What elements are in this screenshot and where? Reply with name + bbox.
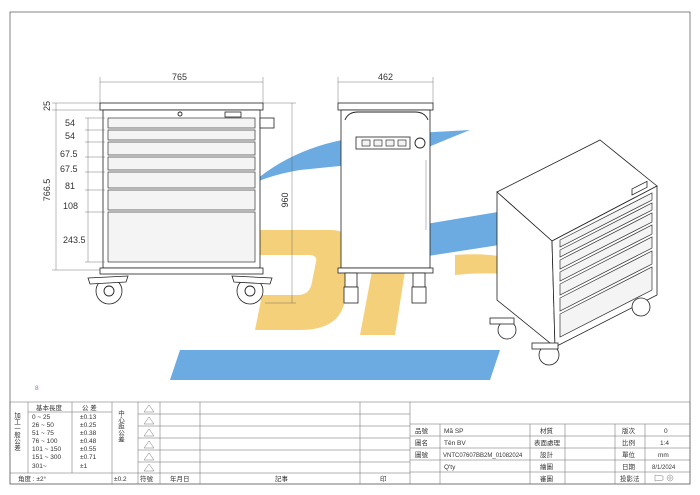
- svg-text:54: 54: [65, 131, 75, 141]
- svg-text:Tên BV: Tên BV: [444, 440, 466, 447]
- svg-text:表面處理: 表面處理: [534, 438, 561, 447]
- info-rows: 品號 Mã SP 材質 版次 0 圖名 Tên BV 表面處理 比例 1:4 圖…: [415, 426, 676, 483]
- front-view: 765 25 766.5 54: [42, 72, 296, 305]
- general-tolerance-label: 加工一般公差: [13, 411, 21, 452]
- projection-symbol: [654, 474, 674, 482]
- svg-text:繪圖: 繪圖: [540, 462, 553, 471]
- svg-text:0: 0: [664, 428, 668, 435]
- svg-text:243.5: 243.5: [63, 235, 86, 245]
- center-tolerance: ±0.2: [114, 476, 127, 483]
- svg-text:±0.25: ±0.25: [80, 422, 97, 429]
- svg-text:版次: 版次: [622, 426, 636, 435]
- svg-text:圖號: 圖號: [415, 450, 429, 459]
- svg-text:±0.48: ±0.48: [80, 438, 97, 445]
- svg-text:印: 印: [380, 475, 387, 483]
- title-block: 基本長度 公 差 0 ~ 25 ±0.13 26 ~ 50 ±0.25 51 ~…: [9, 401, 691, 485]
- svg-text:審圖: 審圖: [540, 474, 553, 483]
- svg-text:年月日: 年月日: [170, 474, 190, 483]
- revision-triangles: [143, 404, 155, 472]
- svg-text:日期: 日期: [622, 463, 636, 471]
- center-distance-label: 中心距公差: [117, 409, 125, 443]
- svg-text:101 ~ 150: 101 ~ 150: [32, 446, 61, 453]
- svg-text:公 差: 公 差: [82, 403, 97, 412]
- svg-text:單位: 單位: [622, 450, 636, 459]
- svg-text:54: 54: [65, 118, 75, 128]
- svg-text:mm: mm: [658, 452, 669, 459]
- svg-text:±1: ±1: [80, 463, 88, 470]
- svg-text:±0.71: ±0.71: [80, 454, 97, 461]
- svg-text:1:4: 1:4: [660, 440, 669, 447]
- svg-text:26 ~ 50: 26 ~ 50: [32, 422, 54, 429]
- svg-text:材質: 材質: [540, 426, 554, 435]
- svg-text:301~: 301~: [32, 463, 47, 470]
- svg-text:VNTC07607BB2M_01082024: VNTC07607BB2M_01082024: [443, 453, 523, 459]
- svg-text:67.5: 67.5: [60, 149, 78, 159]
- isometric-view: [489, 139, 658, 366]
- front-height-dim: 766.5: [42, 179, 52, 202]
- side-width-dim: 462: [378, 72, 393, 82]
- svg-text:76 ~ 100: 76 ~ 100: [32, 438, 58, 445]
- tolerance-rows: 0 ~ 25 ±0.13 26 ~ 50 ±0.25 51 ~ 75 ±0.38…: [32, 414, 97, 470]
- side-view: 462: [337, 72, 434, 304]
- svg-text:品號: 品號: [415, 426, 429, 435]
- front-width-dim: 765: [172, 72, 187, 82]
- angle-tolerance: 角度 : ±2°: [18, 474, 47, 483]
- svg-text:67.5: 67.5: [60, 164, 78, 174]
- svg-text:0 ~ 25: 0 ~ 25: [32, 414, 51, 421]
- total-height-dim: 960: [280, 192, 290, 207]
- revision-mark: 8: [35, 385, 39, 392]
- front-top-offset-dim: 25: [42, 101, 52, 111]
- svg-text:±0.38: ±0.38: [80, 430, 97, 437]
- svg-text:108: 108: [63, 201, 78, 211]
- svg-text:圖名: 圖名: [415, 438, 428, 447]
- svg-text:51 ~ 75: 51 ~ 75: [32, 430, 54, 437]
- svg-text:設計: 設計: [540, 450, 554, 459]
- svg-text:記事: 記事: [275, 474, 289, 483]
- svg-text:Q'ty: Q'ty: [444, 464, 456, 471]
- svg-text:8/1/2024: 8/1/2024: [652, 465, 676, 471]
- svg-text:符號: 符號: [140, 474, 154, 483]
- svg-text:Mã SP: Mã SP: [444, 428, 464, 435]
- svg-text:比例: 比例: [622, 438, 635, 447]
- svg-text:151 ~ 300: 151 ~ 300: [32, 454, 61, 461]
- svg-text:±0.55: ±0.55: [80, 446, 97, 453]
- svg-text:81: 81: [65, 181, 75, 191]
- svg-text:±0.13: ±0.13: [80, 414, 97, 421]
- svg-text:投影法: 投影法: [620, 474, 640, 483]
- drawer-dims: 54 54 67.5 67.5 81 108 243.5: [60, 118, 86, 245]
- svg-text:基本長度: 基本長度: [36, 403, 63, 412]
